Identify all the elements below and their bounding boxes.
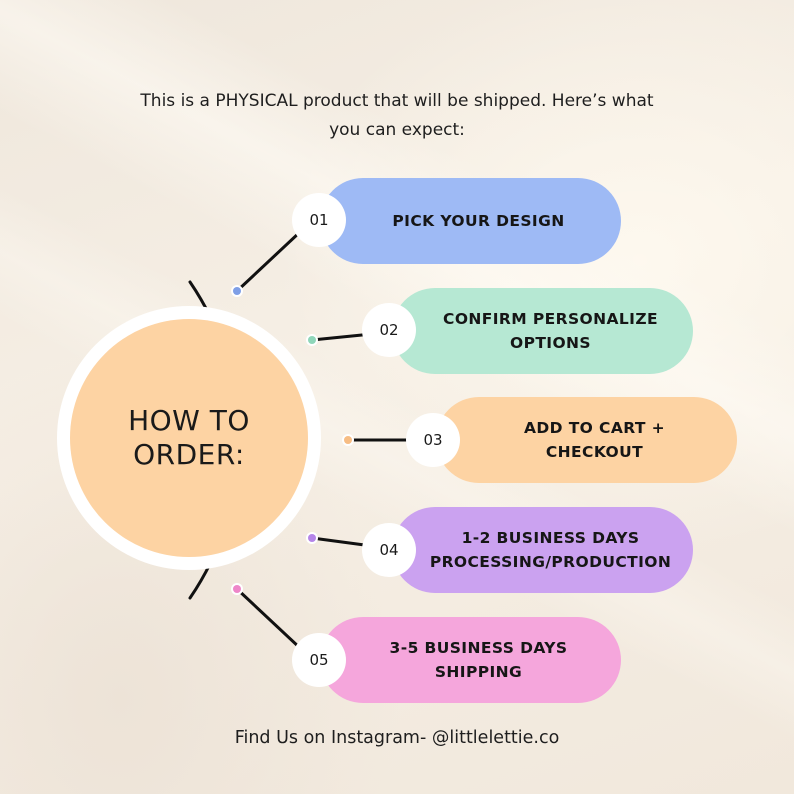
node-dot [308,534,316,542]
connector-05 [235,587,302,650]
step-number-badge: 04 [362,523,416,577]
step-label: 3-5 BUSINESS DAYS SHIPPING [390,636,568,684]
step-label: 1-2 BUSINESS DAYS PROCESSING/PRODUCTION [430,526,671,574]
node-dot [344,436,352,444]
intro-line-2: you can expect: [329,120,465,140]
step-label-line-2: OPTIONS [510,334,591,352]
node-dot [233,287,241,295]
step-label-line-1: CONFIRM PERSONALIZE [443,310,658,328]
step-pill-02: CONFIRM PERSONALIZE OPTIONS [392,288,693,374]
arc-node-04 [306,532,318,544]
node-dot [308,336,316,344]
arc-node-02 [306,334,318,346]
arc-node-01 [231,285,243,297]
step-label-line-1: PICK YOUR DESIGN [392,212,565,230]
node-dot [233,585,241,593]
instagram-footer: Find Us on Instagram- @littlelettie.co [234,728,560,748]
step-pill-05: 3-5 BUSINESS DAYS SHIPPING [320,617,621,703]
step-number-badge: 01 [292,193,346,247]
step-label-line-2: CHECKOUT [545,443,644,461]
step-number-badge: 02 [362,303,416,357]
step-label-line-2: PROCESSING/PRODUCTION [429,553,672,571]
arc-node-05 [231,583,243,595]
connector-01 [235,230,302,293]
intro-line-1: This is a PHYSICAL product that will be … [140,91,654,111]
center-title: HOW TO ORDER: [128,404,250,472]
step-number-badge: 05 [292,633,346,687]
center-title-line-2: ORDER: [133,438,245,471]
intro-text: This is a PHYSICAL product that will be … [97,87,697,145]
step-label-line-1: ADD TO CART + [523,419,666,437]
step-pill-01: PICK YOUR DESIGN [320,178,621,264]
step-label: PICK YOUR DESIGN [392,209,564,233]
step-pill-04: 1-2 BUSINESS DAYS PROCESSING/PRODUCTION [392,507,693,593]
step-label-line-1: 3-5 BUSINESS DAYS [389,639,568,657]
step-label: ADD TO CART + CHECKOUT [524,416,665,464]
arc-node-03 [342,434,354,446]
center-title-line-1: HOW TO [128,404,250,437]
step-number-badge: 03 [406,413,460,467]
step-pill-03: ADD TO CART + CHECKOUT [436,397,737,483]
step-label-line-1: 1-2 BUSINESS DAYS [461,529,640,547]
center-circle: HOW TO ORDER: [70,319,308,557]
step-label-line-2: SHIPPING [434,663,523,681]
step-label: CONFIRM PERSONALIZE OPTIONS [443,307,658,355]
